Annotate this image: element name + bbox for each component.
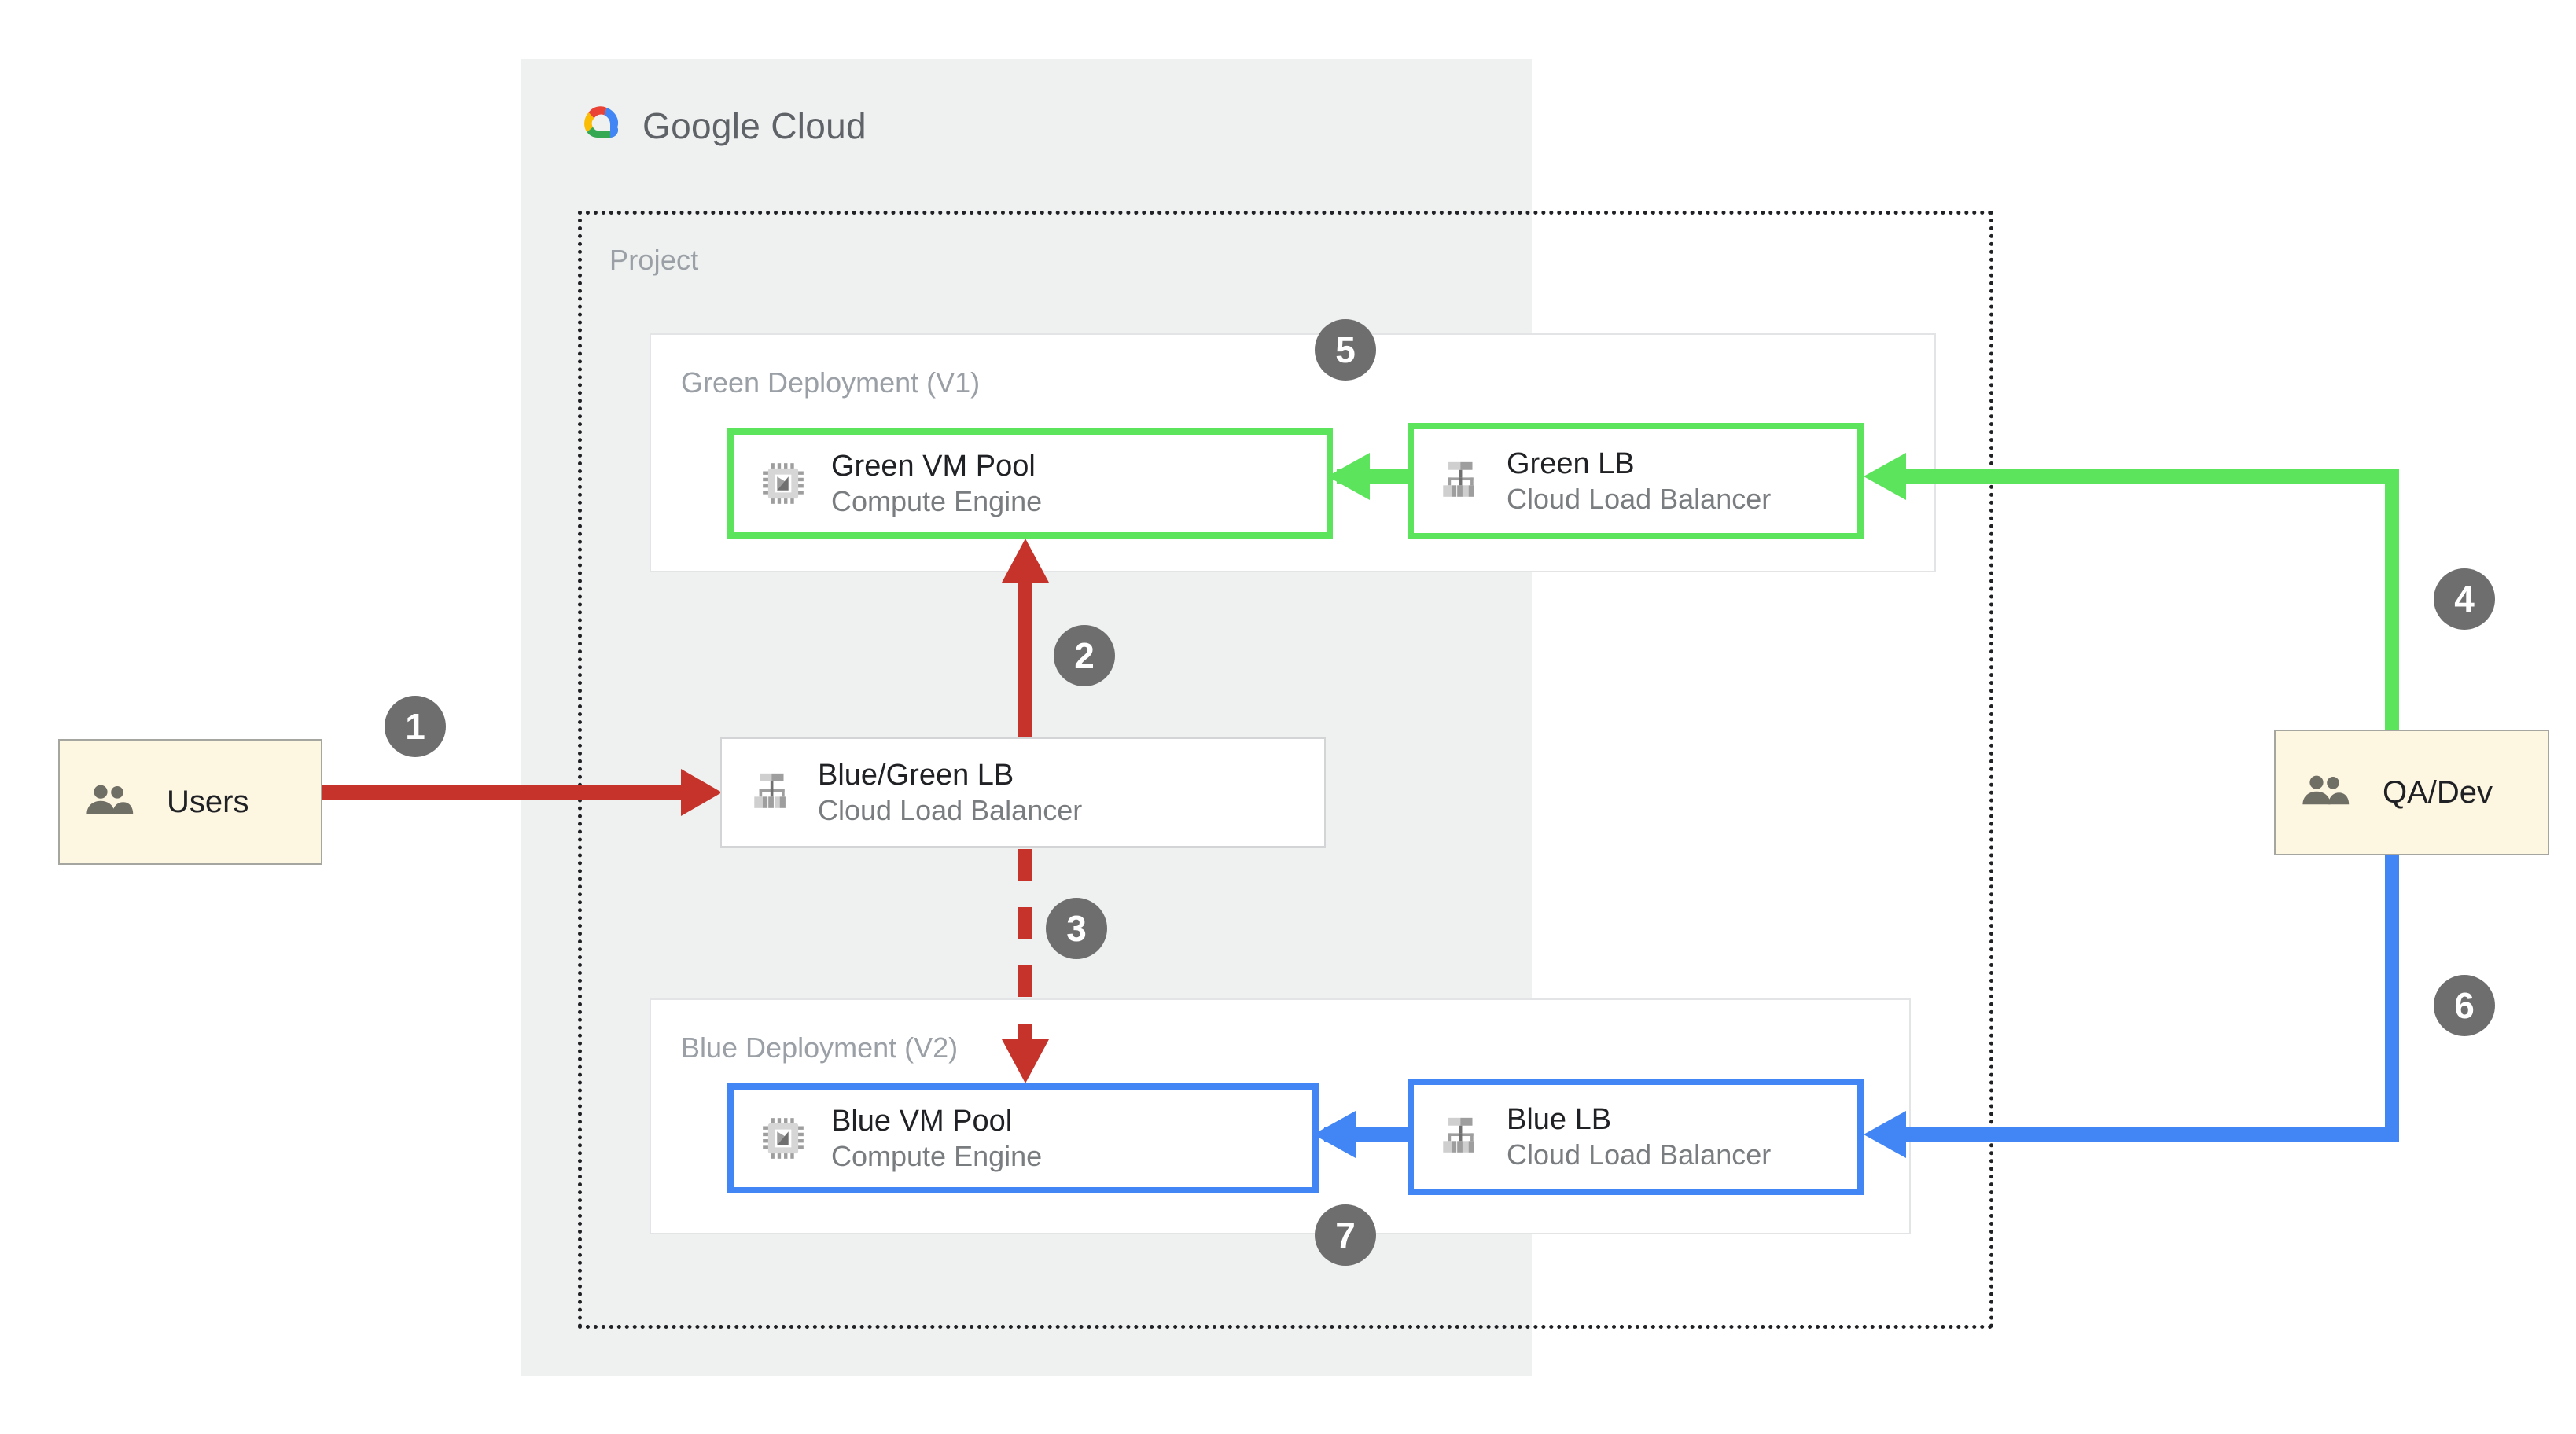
connector-3-arrowhead [1002, 1039, 1049, 1083]
project-boundary [578, 211, 1993, 1329]
google-cloud-wordmark: Google Cloud [642, 105, 867, 147]
google-cloud-branding: Google Cloud [576, 105, 867, 147]
cloud-load-balancer-icon [1437, 1114, 1485, 1160]
project-label: Project [609, 244, 699, 276]
connector-4-qadev-horizontal [1904, 469, 2392, 484]
google-cloud-logo [584, 106, 619, 138]
green-deployment-label: Green Deployment (V1) [681, 366, 981, 399]
connector-1-users-to-bg-lb [322, 785, 681, 800]
connector-1-arrowhead [681, 769, 722, 816]
connector-2-arrowhead [1002, 539, 1049, 583]
connector-4-arrowhead [1864, 453, 1906, 500]
node-green-vm-pool[interactable]: Green VM Pool Compute Engine [727, 428, 1333, 539]
step-badge-7: 7 [1315, 1204, 1376, 1266]
cloud-load-balancer-icon [1437, 458, 1485, 504]
node-title: Blue LB [1507, 1102, 1612, 1136]
node-subtitle: Cloud Load Balancer [1507, 483, 1772, 516]
connector-5-arrowhead [1327, 453, 1370, 500]
connector-6-arrowhead [1864, 1111, 1906, 1158]
node-title: Blue VM Pool [831, 1104, 1013, 1138]
cloud-load-balancer-icon [749, 770, 796, 815]
actor-label: Users [167, 784, 249, 819]
node-green-lb[interactable]: Green LB Cloud Load Balancer [1408, 423, 1864, 539]
node-subtitle: Compute Engine [831, 485, 1043, 518]
step-badge-3: 3 [1046, 898, 1107, 959]
step-badge-1: 1 [385, 696, 446, 757]
compute-engine-icon [759, 459, 808, 508]
node-blue-vm-pool[interactable]: Blue VM Pool Compute Engine [727, 1083, 1319, 1193]
connector-6-qadev-vertical [2385, 854, 2399, 1142]
connector-7-arrowhead [1313, 1111, 1356, 1158]
node-subtitle: Compute Engine [831, 1140, 1043, 1173]
step-badge-5: 5 [1315, 319, 1376, 381]
connector-6-qadev-horizontal [1904, 1127, 2392, 1142]
connector-3-bg-lb-to-blue-vm [1018, 849, 1032, 1039]
brand-cloud: Cloud [771, 105, 867, 146]
users-icon [82, 780, 138, 825]
blue-deployment-label: Blue Deployment (V2) [681, 1031, 959, 1064]
brand-google: Google [642, 105, 761, 146]
node-title: Green VM Pool [831, 449, 1036, 483]
connector-2-bg-lb-to-green-vm [1018, 578, 1032, 739]
actor-users[interactable]: Users [58, 739, 322, 865]
node-title: Blue/Green LB [818, 758, 1014, 792]
node-subtitle: Cloud Load Balancer [818, 794, 1083, 827]
node-subtitle: Cloud Load Balancer [1507, 1138, 1772, 1171]
node-blue-lb[interactable]: Blue LB Cloud Load Balancer [1408, 1079, 1864, 1195]
node-title: Green LB [1507, 447, 1635, 480]
connector-4-qadev-vertical [2385, 469, 2399, 741]
actor-qa-dev[interactable]: QA/Dev [2274, 730, 2549, 855]
step-badge-4: 4 [2434, 568, 2495, 630]
node-blue-green-lb[interactable]: Blue/Green LB Cloud Load Balancer [720, 737, 1326, 848]
step-badge-2: 2 [1054, 625, 1115, 686]
step-badge-6: 6 [2434, 975, 2495, 1036]
compute-engine-icon [759, 1114, 808, 1163]
users-icon [2298, 770, 2354, 815]
actor-label: QA/Dev [2383, 774, 2493, 810]
